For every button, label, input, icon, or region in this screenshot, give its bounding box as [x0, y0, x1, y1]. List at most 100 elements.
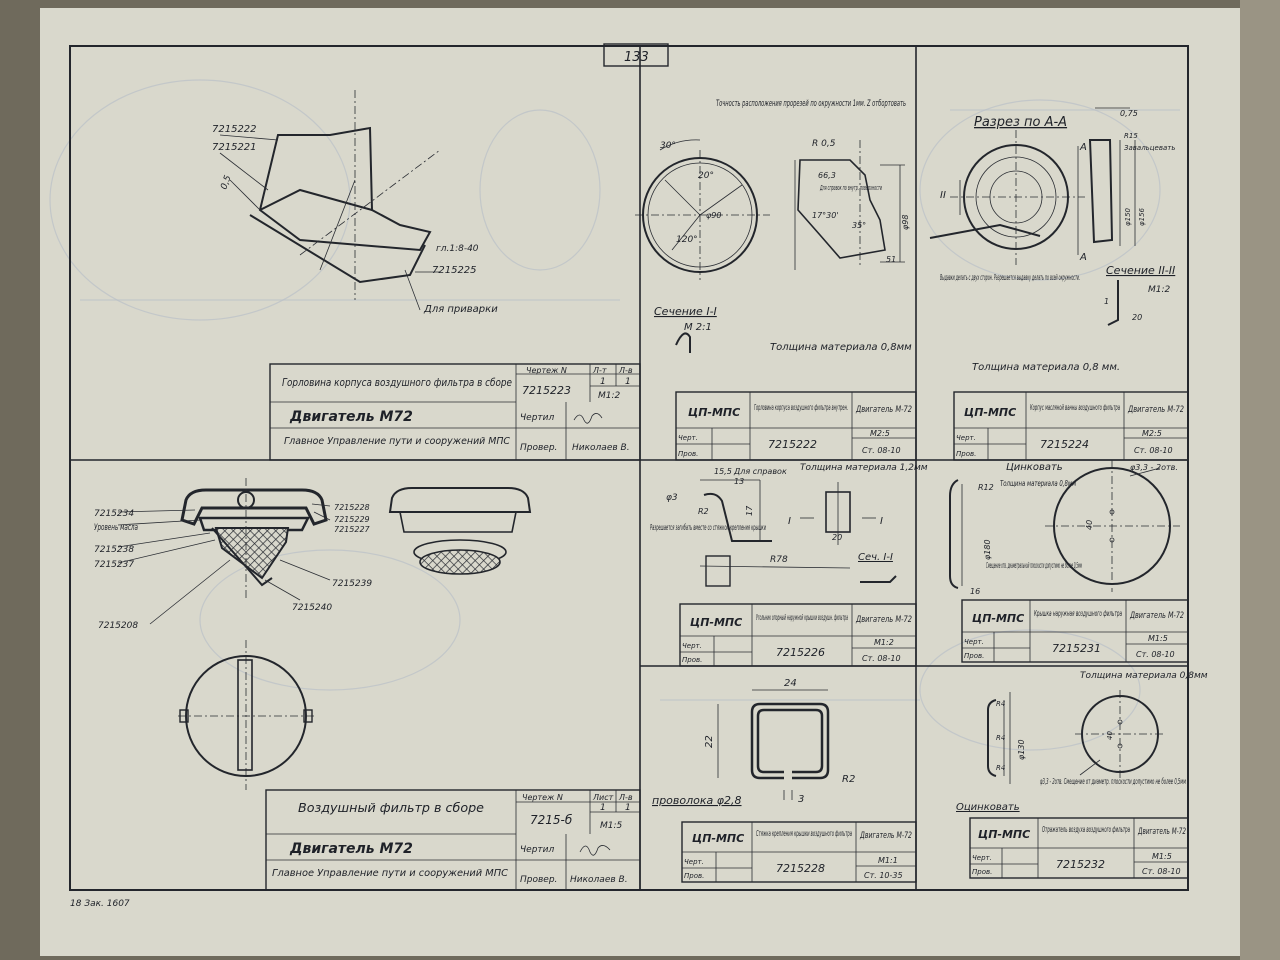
footer-text: 18 Зак. 1607: [70, 899, 130, 909]
label-checked-2: Провер.: [520, 875, 557, 885]
title-block-intake-neck: [269, 363, 641, 461]
title-intake-neck: Горловина корпуса воздушного фильтра в с…: [282, 376, 512, 389]
callout-7215237: 7215237: [94, 560, 134, 570]
title-neck-inner: Горловина корпуса воздушного фильтра вну…: [754, 403, 848, 412]
binder-edge: [1240, 0, 1280, 960]
label-sheet-2: Лист: [592, 793, 614, 802]
intake-neck-drawing: [219, 90, 441, 311]
title-bracket: Угольник опорный наружной крышки воздушн…: [756, 613, 848, 622]
outer-cover-drawing: [949, 460, 1180, 592]
callout-7215234: 7215234: [94, 509, 134, 519]
scale-outer-cover: M1:5: [1148, 634, 1168, 643]
thickness-bracket: Толщина материала 1,2мм: [800, 463, 928, 473]
material-clamp: Ст. 10-35: [864, 871, 903, 880]
title-oil-bath: Корпус масляной ванны воздушного фильтра: [1030, 403, 1120, 412]
number-bracket: 7215226: [776, 646, 825, 659]
dim-r15: R15: [1124, 132, 1138, 140]
engine-intake-neck: Двигатель М72: [289, 409, 413, 425]
section-title-oil-bath: Разрез по А-А: [974, 115, 1067, 130]
label-drawn-1: Чертил: [520, 413, 555, 423]
dim-phi150: φ150: [1124, 207, 1132, 226]
dim-13: 13: [734, 477, 744, 486]
section-scale-neck-inner: М 2:1: [684, 322, 712, 333]
dim-20-oil: 20: [1132, 313, 1142, 322]
title-filter-assembly: Воздушный фильтр в сборе: [298, 801, 484, 815]
title-reflector: Отражатель воздуха воздушного фильтра: [1042, 825, 1130, 834]
dim-r4-a: R4: [996, 700, 1005, 708]
wire-clamp: проволока φ2,8: [652, 794, 742, 807]
org-bracket: ЦП-МПС: [690, 616, 742, 629]
mark-i-right: I: [880, 516, 883, 527]
dim-r4-b: R4: [996, 734, 1005, 742]
dim-20-bracket: 20: [832, 533, 842, 542]
material-neck-inner: Ст. 08-10: [862, 446, 901, 455]
dim-20: 20°: [698, 171, 714, 181]
dim-17-30: 17°30': [812, 211, 839, 220]
drawn-label-reflector: Черт.: [972, 854, 992, 862]
material-outer-cover: Ст. 08-10: [1136, 650, 1175, 659]
engine-bracket: Двигатель М-72: [855, 615, 912, 625]
title-clamp: Стяжка крепления крышки воздушного фильт…: [756, 829, 852, 838]
engine-filter-assembly: Двигатель М72: [289, 841, 413, 857]
callout-7215228: 7215228: [334, 503, 370, 512]
authority-1: Главное Управление пути и сооружений МПС: [284, 436, 510, 447]
callout-7215227: 7215227: [334, 525, 371, 534]
dim-35: 35°: [852, 221, 866, 230]
label-drawing-no-2: Чертеж N: [522, 793, 563, 802]
dim-16: 16: [970, 587, 980, 596]
signature-2: [579, 845, 611, 856]
dim-phi130: φ130: [1017, 739, 1026, 760]
checker-1: Николаев В.: [572, 443, 630, 453]
callout-7215221: 7215221: [212, 142, 257, 153]
engine-neck-inner: Двигатель М-72: [855, 405, 912, 415]
section-neck-inner: Сечение I-I: [654, 305, 717, 318]
sheets-2: 1: [625, 803, 631, 813]
dim-3: 3: [798, 794, 804, 805]
checked-label-oil-bath: Пров.: [956, 450, 976, 458]
dim-r05: R 0,5: [812, 139, 836, 149]
dim-15-5: 15,5: [714, 467, 732, 476]
drawn-label-neck-inner: Черт.: [678, 434, 698, 442]
dim-17: 17: [745, 505, 754, 516]
dim-r2-clamp: R2: [842, 774, 855, 785]
checked-label-bracket: Пров.: [682, 656, 702, 664]
offset-note-cover: Смещение отв. диаметральной плоскости до…: [986, 561, 1082, 570]
engine-outer-cover: Двигатель М-72: [1129, 611, 1184, 621]
callout-thread: гл.1:8-40: [436, 244, 479, 254]
offset-note-reflector: φ3,3 - 2отв. Смещение от диаметр. плоско…: [1040, 777, 1186, 786]
label-sheets-2: Л-в: [618, 793, 633, 802]
drawing-no-intake-neck: 7215223: [522, 384, 571, 397]
dim-r4-c: R4: [996, 764, 1005, 772]
checked-label-clamp: Пров.: [684, 872, 704, 880]
material-bracket: Ст. 08-10: [862, 654, 901, 663]
scale-reflector: M1:5: [1152, 852, 1172, 861]
dim-reference-bracket: Для справок: [733, 467, 787, 476]
dim-1: 1: [1104, 297, 1109, 306]
label-sheet-1: Л-т: [592, 366, 607, 375]
note-zinc-reflector: Оцинковать: [956, 802, 1020, 813]
dim-30: 30°: [660, 141, 676, 151]
drawing-no-filter-assembly: 7215-б: [530, 813, 573, 827]
note-roll: Завальцевать: [1124, 144, 1175, 152]
dim-phi180: φ180: [983, 539, 992, 560]
scale-oil-bath: M2:5: [1142, 429, 1162, 438]
number-outer-cover: 7215231: [1052, 642, 1101, 655]
dim-40-reflector: 40: [1106, 731, 1114, 740]
dim-phi90: φ90: [706, 211, 721, 220]
callout-7215208: 7215208: [98, 621, 138, 631]
dim-phi3: φ3: [666, 493, 678, 503]
title-block-neck-inner: [675, 391, 917, 461]
title-block-reflector: [969, 817, 1189, 879]
checker-2: Николаев В.: [570, 875, 628, 885]
thickness-reflector: Толщина материала 0,8мм: [1080, 671, 1208, 681]
callout-7215240: 7215240: [292, 603, 332, 613]
dim-24: 24: [784, 678, 797, 689]
sheet-1: 1: [600, 377, 606, 387]
ghost-background-lines: [49, 79, 1180, 751]
engine-reflector: Двигатель М-72: [1137, 827, 1186, 837]
org-neck-inner: ЦП-МПС: [688, 406, 740, 419]
neck-inner-drawing: [635, 139, 905, 353]
clamp-drawing: [717, 689, 830, 800]
authority-2: Главное Управление пути и сооружений МПС: [272, 868, 508, 879]
